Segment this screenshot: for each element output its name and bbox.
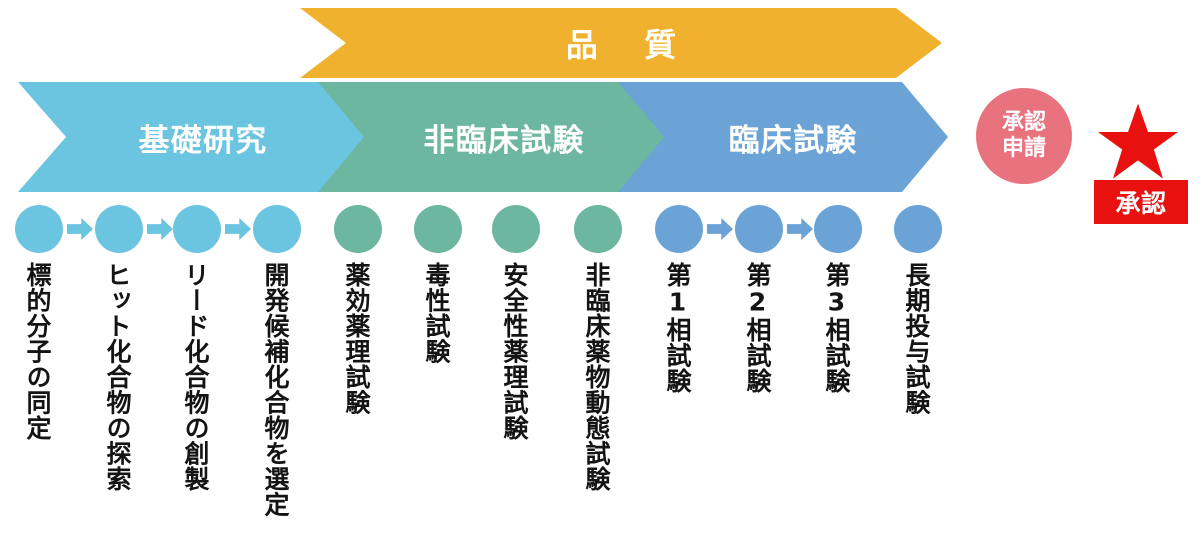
step-circle-2[interactable] bbox=[95, 205, 143, 253]
step-circle-8[interactable] bbox=[574, 205, 622, 253]
step-connector-arrow-1 bbox=[67, 218, 93, 240]
step-circle-11[interactable] bbox=[814, 205, 862, 253]
step-label-10: 第2相試験 bbox=[743, 262, 772, 394]
approval-application-line2: 申請 bbox=[1001, 136, 1046, 161]
step-label-12: 長期投与試験 bbox=[902, 262, 931, 415]
banner-clinical-label: 臨床試験 bbox=[728, 122, 858, 159]
banner-clinical: 臨床試験 bbox=[618, 82, 948, 192]
step-label-9: 第1相試験 bbox=[663, 262, 692, 394]
step-label-4: 開発候補化合物を選定 bbox=[261, 262, 290, 517]
step-circle-3[interactable] bbox=[173, 205, 221, 253]
banner-nonclinical-label: 非臨床試験 bbox=[423, 122, 585, 159]
banner-nonclinical: 非臨床試験 bbox=[318, 82, 670, 192]
step-connector-arrow-2 bbox=[147, 218, 173, 240]
approved-badge: 承認 bbox=[1094, 180, 1188, 224]
step-circle-9[interactable] bbox=[655, 205, 703, 253]
step-label-2: ヒット化合物の探索 bbox=[103, 262, 132, 492]
step-connector-arrow-9 bbox=[707, 218, 733, 240]
banner-basic-research-label: 基礎研究 bbox=[138, 122, 268, 159]
step-label-1: 標的分子の同定 bbox=[23, 262, 52, 441]
step-circle-10[interactable] bbox=[735, 205, 783, 253]
step-label-7: 安全性薬理試験 bbox=[500, 262, 529, 441]
step-circle-7[interactable] bbox=[492, 205, 540, 253]
step-circle-1[interactable] bbox=[15, 205, 63, 253]
step-circle-6[interactable] bbox=[414, 205, 462, 253]
star-icon bbox=[1098, 103, 1178, 179]
banner-quality: 品 質 bbox=[300, 8, 942, 78]
banner-basic-research: 基礎研究 bbox=[18, 82, 368, 192]
step-label-3: リード化合物の創製 bbox=[181, 262, 210, 492]
approval-application-line1: 承認 bbox=[1001, 110, 1046, 136]
step-connector-arrow-3 bbox=[225, 218, 251, 240]
step-connector-arrow-10 bbox=[787, 218, 813, 240]
step-label-5: 薬効薬理試験 bbox=[342, 262, 371, 415]
step-label-8: 非臨床薬物動態試験 bbox=[582, 262, 611, 492]
step-circle-12[interactable] bbox=[894, 205, 942, 253]
step-circle-4[interactable] bbox=[253, 205, 301, 253]
approval-application-circle: 承認 申請 bbox=[976, 88, 1072, 184]
banner-quality-label: 品 質 bbox=[565, 26, 694, 64]
step-label-6: 毒性試験 bbox=[422, 262, 451, 364]
approved-badge-label: 承認 bbox=[1115, 189, 1167, 218]
step-label-11: 第3相試験 bbox=[822, 262, 851, 394]
step-circle-5[interactable] bbox=[334, 205, 382, 253]
